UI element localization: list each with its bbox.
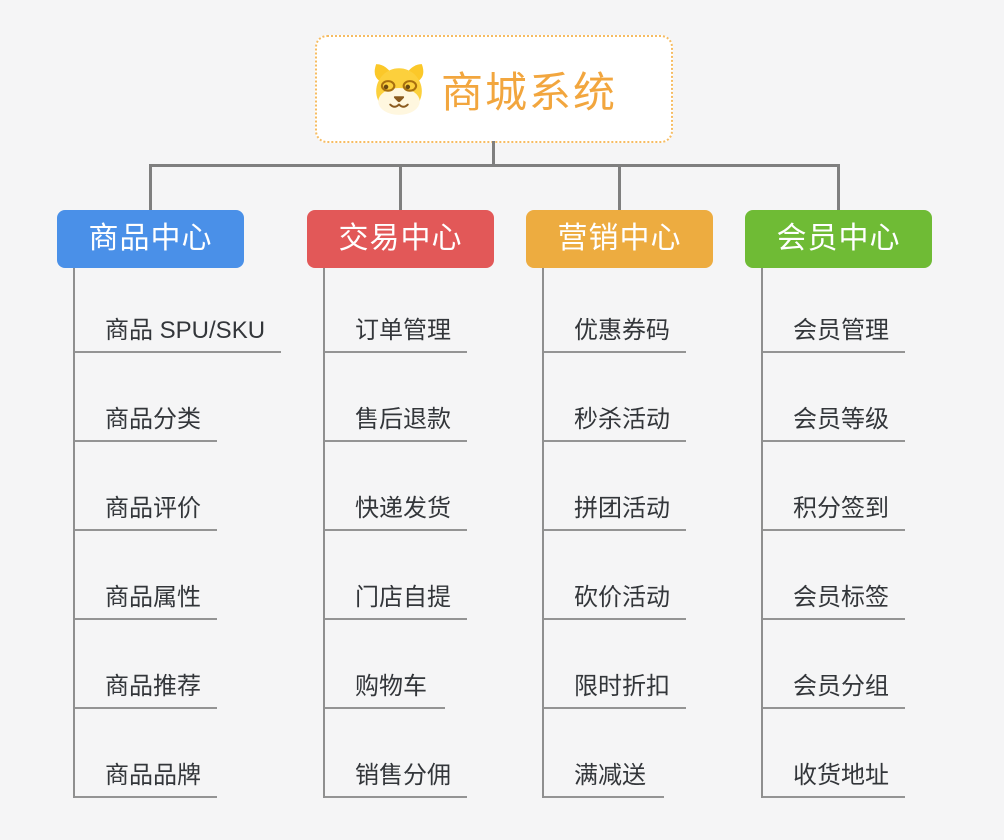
branch-children-product-center: 商品 SPU/SKU 商品分类 商品评价 商品属性 商品推荐 商品品牌 [73,264,282,798]
child-topic[interactable]: 商品属性 [75,531,217,620]
child-topic[interactable]: 商品 SPU/SKU [75,264,282,353]
child-topic[interactable]: 商品推荐 [75,620,217,709]
child-topic[interactable]: 会员等级 [763,353,905,442]
connector-branch-stub [618,164,621,210]
branch-children-marketing-center: 优惠券码 秒杀活动 拼团活动 砍价活动 限时折扣 满减送 [542,264,686,798]
branch-header-member-center[interactable]: 会员中心 [745,210,932,268]
root-title: 商城系统 [440,68,617,116]
connector-root-stub [492,141,495,165]
connector-branch-stub [149,164,152,210]
branch-header-marketing-center[interactable]: 营销中心 [526,210,713,268]
child-topic[interactable]: 优惠券码 [544,264,686,353]
child-topic[interactable]: 积分签到 [763,442,905,531]
connector-branch-stub [399,164,402,210]
branch-header-product-center[interactable]: 商品中心 [57,210,244,268]
child-topic[interactable]: 会员标签 [763,531,905,620]
child-topic[interactable]: 会员分组 [763,620,905,709]
child-topic[interactable]: 商品评价 [75,442,217,531]
child-topic[interactable]: 限时折扣 [544,620,686,709]
child-topic[interactable]: 售后退款 [325,353,467,442]
child-topic[interactable]: 门店自提 [325,531,467,620]
child-topic[interactable]: 快递发货 [325,442,467,531]
child-topic[interactable]: 会员管理 [763,264,905,353]
child-topic[interactable]: 拼团活动 [544,442,686,531]
connector-branch-stub [837,164,840,210]
child-topic[interactable]: 商品分类 [75,353,217,442]
branch-header-trade-center[interactable]: 交易中心 [307,210,494,268]
branch-children-member-center: 会员管理 会员等级 积分签到 会员标签 会员分组 收货地址 [761,264,905,798]
root-node[interactable]: 商城系统 [315,35,673,143]
child-topic[interactable]: 销售分佣 [325,709,467,798]
child-topic[interactable]: 砍价活动 [544,531,686,620]
connector-horizontal-bar [149,164,840,167]
child-topic[interactable]: 满减送 [544,709,664,798]
child-topic[interactable]: 订单管理 [325,264,467,353]
child-topic[interactable]: 商品品牌 [75,709,217,798]
child-topic[interactable]: 秒杀活动 [544,353,686,442]
branch-children-trade-center: 订单管理 售后退款 快递发货 门店自提 购物车 销售分佣 [323,264,467,798]
shiba-dog-icon [371,63,427,115]
child-topic[interactable]: 购物车 [325,620,445,709]
child-topic[interactable]: 收货地址 [763,709,905,798]
